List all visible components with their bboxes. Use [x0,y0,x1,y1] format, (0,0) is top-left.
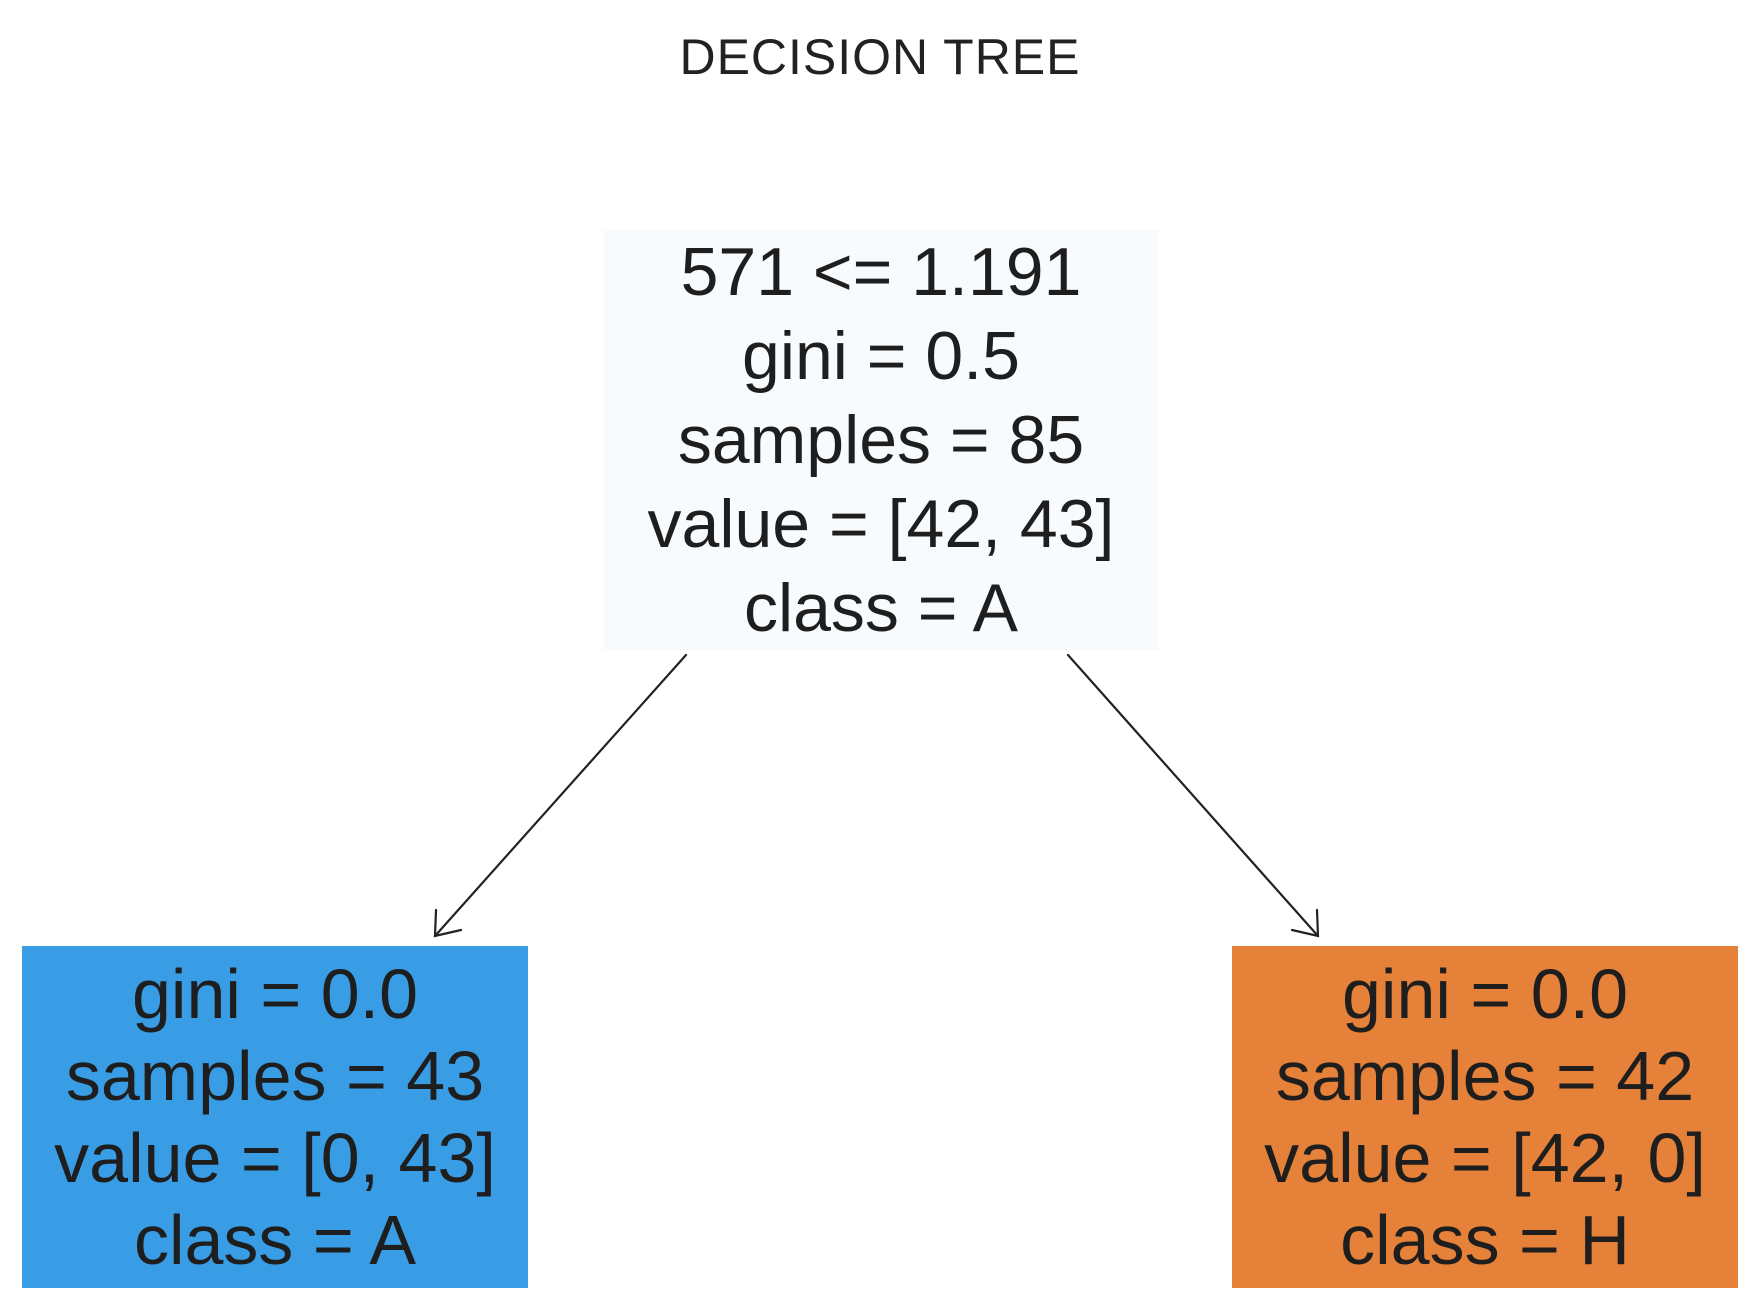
root-node: 571 <= 1.191 gini = 0.5 samples = 85 val… [604,230,1158,650]
right-value: value = [42, 0] [1264,1119,1706,1197]
edge-root-right-arrowhead [1290,908,1320,938]
left-samples: samples = 43 [65,1037,485,1115]
left-leaf-node: gini = 0.0 samples = 43 value = [0, 43] … [22,946,528,1288]
root-class: class = A [743,570,1019,646]
left-value: value = [0, 43] [54,1119,496,1197]
left-gini: gini = 0.0 [131,955,419,1033]
root-value: value = [42, 43] [647,486,1115,562]
edge-root-left [433,653,688,938]
right-samples: samples = 42 [1275,1037,1695,1115]
edge-root-right [1066,653,1320,938]
right-gini: gini = 0.0 [1341,955,1629,1033]
right-leaf-node: gini = 0.0 samples = 42 value = [42, 0] … [1232,946,1738,1288]
diagram-title: DECISION TREE [679,29,1081,85]
left-class: class = A [133,1201,417,1279]
right-class: class = H [1340,1201,1630,1279]
edge-root-left-arrowhead [433,908,463,938]
root-gini: gini = 0.5 [742,318,1020,394]
root-split-condition: 571 <= 1.191 [680,234,1082,310]
root-samples: samples = 85 [677,402,1085,478]
